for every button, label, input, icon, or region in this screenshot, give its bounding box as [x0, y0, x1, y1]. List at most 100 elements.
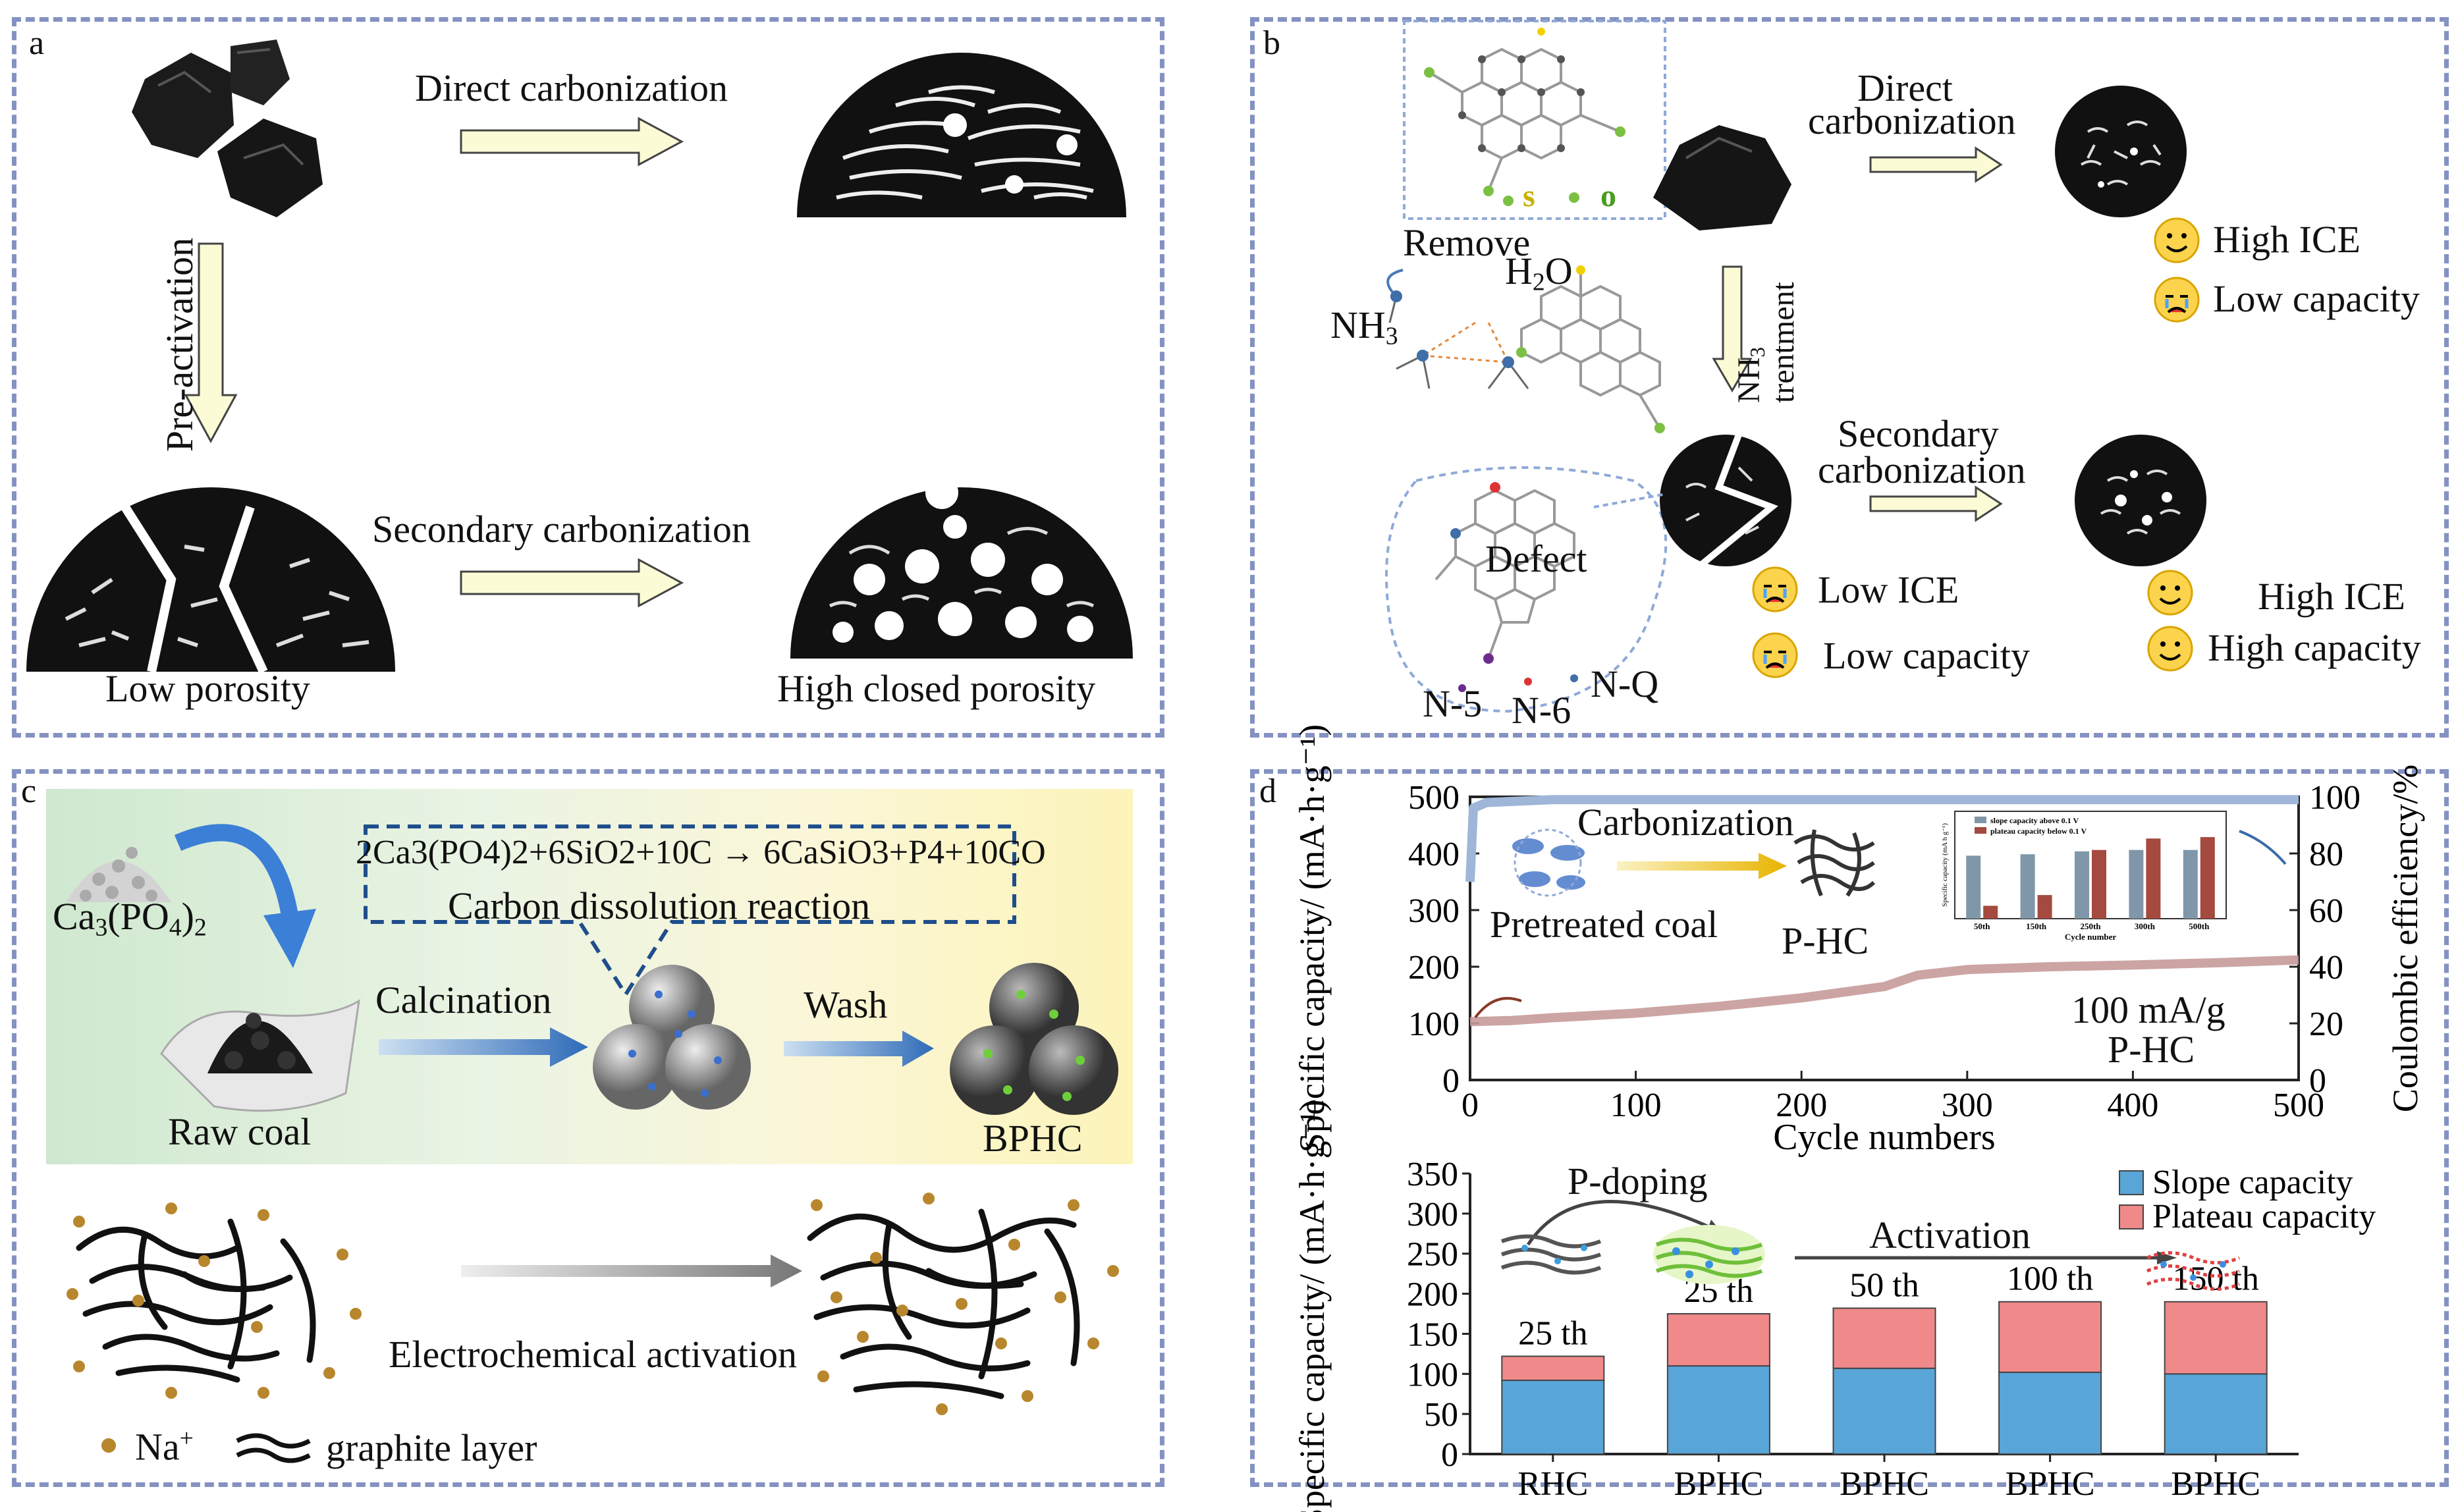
- secondary-label: Secondary: [1838, 412, 1999, 455]
- bar-category-label: BPHC: [1840, 1465, 1929, 1503]
- low-capacity-label-2: Low capacity: [1823, 634, 2031, 677]
- y2-axis-label: Coulombic efficiency/%: [2386, 765, 2425, 1112]
- happy-face-icon: [2147, 570, 2193, 616]
- inset-slope-bar: [2129, 850, 2144, 919]
- bar-category-label: BPHC: [1674, 1465, 1763, 1503]
- electrochemical-activation-label: Electrochemical activation: [389, 1333, 797, 1376]
- rate-sample-label: P-HC: [2108, 1028, 2195, 1071]
- carbon-disc-direct: [2055, 86, 2187, 217]
- inset-category-label: 150th: [2026, 921, 2047, 931]
- inset-y-label: Specific capacity (mA h g⁻¹): [1941, 823, 1949, 907]
- calcination-label: Calcination: [375, 979, 552, 1021]
- inset-frame: [1954, 811, 2227, 919]
- calcium-phosphate-pile: [66, 847, 171, 902]
- y-tick-label: 200: [1408, 949, 1460, 986]
- defect-label: Defect: [1485, 537, 1587, 580]
- plateau-bar: [2164, 1301, 2268, 1375]
- dense-carbon-half-disc: [797, 53, 1126, 217]
- carbonization-label: carbonization: [1808, 99, 2016, 142]
- graphite-layer-label: graphite layer: [326, 1426, 537, 1469]
- equation-label: 2Ca3(PO4)2+6SiO2+10C → 6CaSiO3+P4+10CO: [356, 834, 1046, 871]
- direct-label: Direct: [1857, 67, 1953, 109]
- bar-y-tick-label: 50: [1424, 1396, 1458, 1434]
- low-ice-label: Low ICE: [1818, 568, 1959, 611]
- inset-x-label: Cycle number: [2065, 932, 2117, 942]
- slope-bar: [1501, 1380, 1605, 1455]
- bphc-label: BPHC: [983, 1117, 1083, 1160]
- slope-bar: [2164, 1373, 2268, 1455]
- inset-legend-plateau-swatch: [1975, 827, 1986, 834]
- plateau-bar: [1501, 1355, 1605, 1382]
- bar-category-label: BPHC: [2006, 1465, 2095, 1503]
- inset-plateau-bar: [2092, 850, 2106, 919]
- bar-y-tick-label: 350: [1407, 1156, 1458, 1193]
- raw-coal-image: [160, 999, 360, 1112]
- y2-tick-label: 40: [2309, 949, 2343, 986]
- x-tick-label: 100: [1610, 1087, 1662, 1124]
- arrow-right-icon: [1869, 146, 2003, 183]
- sulfur-label: s: [1523, 178, 1535, 213]
- graphite-layer-icon: [236, 1433, 311, 1463]
- high-capacity-label: High capacity: [2208, 626, 2421, 669]
- y-tick-label: 300: [1408, 892, 1460, 930]
- crying-face-icon: [1752, 566, 1798, 612]
- legend-slope-label: Slope capacity: [2152, 1164, 2353, 1201]
- arrow-right-icon: [379, 1027, 588, 1067]
- x-tick-label: 400: [2107, 1087, 2158, 1124]
- nq-label: N-Q: [1591, 662, 1659, 705]
- bphc-spheres: [950, 963, 1118, 1115]
- inset-legend-slope-swatch: [1975, 817, 1986, 823]
- crying-face-icon: [1752, 632, 1798, 678]
- plateau-bar: [1998, 1301, 2102, 1373]
- arrow-right-icon: [1869, 485, 2003, 522]
- n6-label: N-6: [1512, 689, 1571, 732]
- inset-plateau-bar: [1983, 905, 1998, 919]
- high-ice-label-1: High ICE: [2213, 218, 2361, 261]
- arrow-right-icon: [1617, 853, 1787, 879]
- panel-c-label: c: [21, 772, 37, 810]
- y-tick-label: 0: [1442, 1062, 1460, 1100]
- ce-axis-pointer: [2239, 830, 2287, 865]
- bar-y-tick-label: 0: [1441, 1436, 1458, 1474]
- n5-label: N-5: [1423, 682, 1483, 725]
- high-ice-label-2: High ICE: [2258, 575, 2405, 618]
- y-tick-label: 100: [1408, 1006, 1460, 1043]
- slope-bar: [1666, 1365, 1770, 1455]
- inset-legend-plateau-label: plateau capacity below 0.1 V: [1990, 826, 2087, 836]
- bar-y-axis-label: Specific capacity/ (mA·h·g⁻¹): [1292, 1100, 1332, 1512]
- bar-category-label: RHC: [1517, 1465, 1588, 1503]
- p-hc-structure-icon: [1793, 829, 1876, 897]
- water-label: H2O: [1505, 250, 1573, 296]
- inset-plateau-bar: [2037, 895, 2052, 919]
- p-doping-label: P-doping: [1568, 1160, 1708, 1202]
- low-porosity-label: Low porosity: [105, 667, 310, 710]
- graphite-network-after: [807, 1193, 1119, 1415]
- panel-b-label: b: [1263, 24, 1280, 62]
- activation-label-d: Activation: [1869, 1214, 2031, 1256]
- y2-tick-label: 100: [2309, 779, 2361, 817]
- arrow-down-icon: [184, 242, 238, 444]
- crying-face-icon: [2154, 277, 2200, 323]
- inset-plateau-bar: [2200, 837, 2215, 919]
- secondary-carbonization-label: Secondary carbonization: [372, 508, 751, 551]
- panel-d-label: d: [1259, 772, 1276, 810]
- inset-category-label: 300th: [2135, 921, 2156, 931]
- arrow-down-icon: [1712, 265, 1753, 392]
- carbon-disc-secondary: [2075, 435, 2206, 566]
- pretreated-coal-icon: [1512, 828, 1585, 897]
- inset-legend-slope-label: slope capacity above 0.1 V: [1990, 816, 2079, 825]
- y2-tick-label: 20: [2309, 1006, 2343, 1043]
- bar-cycle-label: 25 th: [1518, 1315, 1587, 1353]
- connector-dashed: [1593, 493, 1667, 508]
- x-tick-label: 500: [2273, 1087, 2324, 1124]
- doping-arrows: [1526, 1200, 2177, 1264]
- y2-tick-label: 0: [2309, 1062, 2326, 1100]
- sodium-dot-icon: [101, 1438, 116, 1453]
- bar-y-tick-label: 250: [1407, 1236, 1458, 1274]
- nh3-reaction-molecule: [1386, 265, 1665, 433]
- arrow-right-icon: [461, 1255, 802, 1287]
- legend-plateau-label: Plateau capacity: [2152, 1198, 2376, 1235]
- intermediate-spheres: [593, 965, 751, 1110]
- y-tick-label: 400: [1408, 836, 1460, 873]
